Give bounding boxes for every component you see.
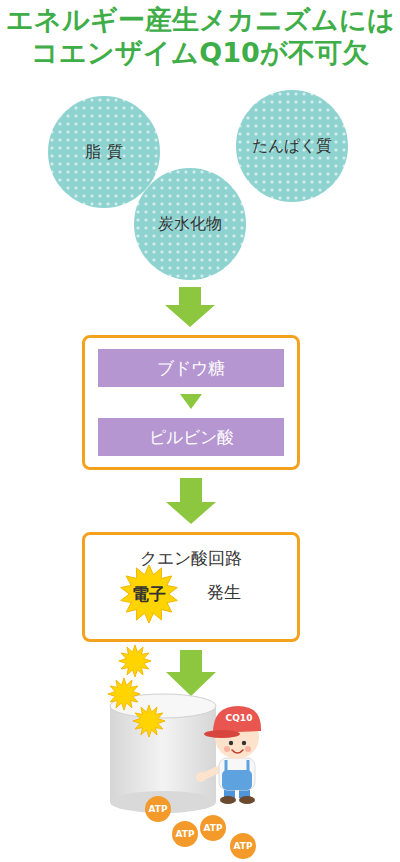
character-shirt <box>219 758 255 790</box>
character-eye <box>229 741 233 745</box>
node-label: ATP <box>175 829 194 839</box>
atp-circle: ATP <box>230 833 256 859</box>
flow-arrow <box>166 650 216 696</box>
node-label: ATP <box>233 841 252 851</box>
node-label: クエン酸回路 <box>85 547 297 570</box>
character-eye <box>242 741 246 745</box>
burst-shape <box>121 565 178 623</box>
process-band: ピルビン酸 <box>98 418 284 456</box>
character-overalls <box>222 770 252 790</box>
character-cap <box>213 706 261 733</box>
character-hand <box>196 772 206 782</box>
node-label: ブドウ糖 <box>157 357 225 380</box>
node-label: ATP <box>203 823 222 833</box>
node-note: 発生 <box>207 581 241 604</box>
character-strap <box>247 760 250 772</box>
cap-label: CQ10 <box>222 713 256 723</box>
flow-arrow <box>165 287 215 327</box>
character-shoe <box>220 796 236 804</box>
cq10-character <box>196 706 261 804</box>
electron-burst <box>119 645 151 677</box>
process-band: ブドウ糖 <box>98 349 284 387</box>
atp-circle: ATP <box>172 821 198 847</box>
node-label: ATP <box>148 804 167 814</box>
character-cap-brim <box>204 730 240 738</box>
electron-burst <box>108 678 140 710</box>
arrow-shape <box>165 287 215 327</box>
character-strap <box>225 760 228 772</box>
arrow-shape <box>180 394 202 409</box>
flow-arrow <box>180 394 202 409</box>
character-cheek <box>224 746 230 752</box>
process-box: クエン酸回路発生 電子 <box>82 532 300 642</box>
electron-burst: 電子 <box>116 565 182 623</box>
node-label: 脂 質 <box>85 142 122 163</box>
character-shoe <box>239 796 255 804</box>
flow-arrow <box>166 478 216 524</box>
node-label: ピルビン酸 <box>149 426 234 449</box>
atp-circle: ATP <box>200 815 226 841</box>
nutrient-circle: たんぱく質 <box>236 90 348 202</box>
diagram-title: エネルギー産生メカニズムには コエンザイムQ10が不可欠 <box>5 3 395 69</box>
character-cheek <box>245 746 251 752</box>
character-mouth <box>232 750 243 753</box>
arrow-shape <box>166 478 216 524</box>
node-label: 電子 <box>132 583 166 606</box>
process-box: ブドウ糖ピルビン酸 <box>82 335 300 470</box>
node-label: たんぱく質 <box>252 136 332 157</box>
electron-burst <box>133 705 165 737</box>
atp-circle: ATP <box>145 796 171 822</box>
nutrient-circle: 炭水化物 <box>134 168 246 280</box>
node-label: 炭水化物 <box>158 214 222 235</box>
